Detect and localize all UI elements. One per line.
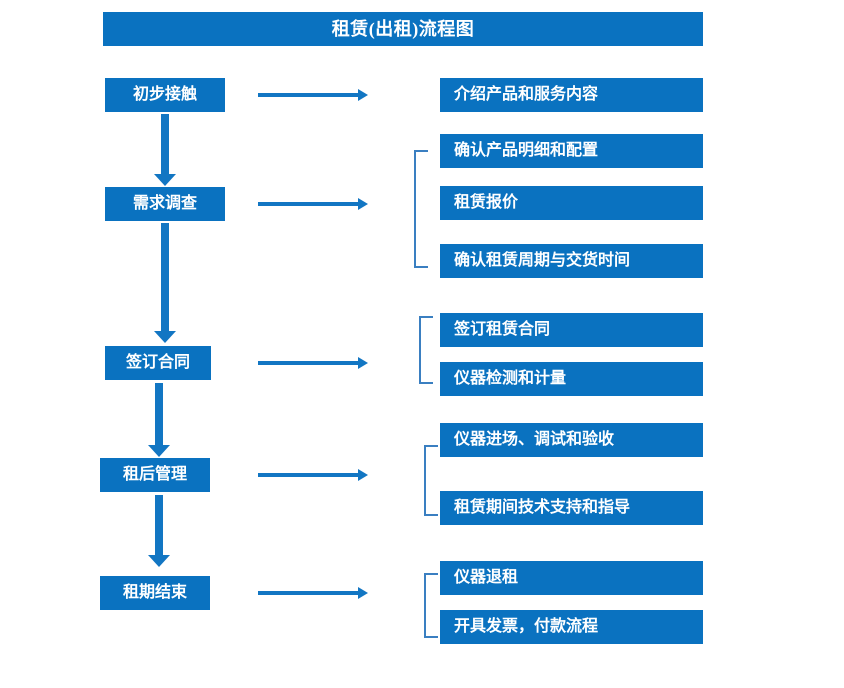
- detail-box-needs-survey-1[interactable]: 租赁报价: [440, 186, 703, 220]
- stage-label-initial-contact: 初步接触: [132, 86, 197, 103]
- detail-label: 签订租赁合同: [454, 321, 551, 338]
- detail-box-post-rental-0[interactable]: 仪器进场、调试和验收: [440, 423, 703, 457]
- detail-label: 仪器退租: [454, 569, 519, 586]
- stage-label-needs-survey: 需求调查: [132, 195, 197, 212]
- detail-box-rental-end-0[interactable]: 仪器退租: [440, 561, 703, 595]
- arrow-right-icon: [258, 469, 368, 481]
- detail-box-needs-survey-0[interactable]: 确认产品明细和配置: [440, 134, 703, 168]
- bracket-icon: [424, 445, 438, 516]
- bracket-icon: [419, 316, 433, 384]
- stage-box-needs-survey[interactable]: 需求调查: [105, 187, 225, 221]
- stage-box-rental-end[interactable]: 租期结束: [100, 576, 210, 610]
- detail-box-sign-contract-1[interactable]: 仪器检测和计量: [440, 362, 703, 396]
- detail-label: 确认租赁周期与交货时间: [454, 252, 631, 269]
- detail-label: 确认产品明细和配置: [454, 142, 599, 159]
- detail-box-needs-survey-2[interactable]: 确认租赁周期与交货时间: [440, 244, 703, 278]
- arrow-down-icon: [148, 383, 170, 457]
- arrow-down-icon: [154, 114, 176, 186]
- detail-box-sign-contract-0[interactable]: 签订租赁合同: [440, 313, 703, 347]
- page-title: 租赁(出租)流程图: [331, 19, 475, 39]
- stage-label-sign-contract: 签订合同: [125, 354, 190, 371]
- arrow-right-icon: [258, 198, 368, 210]
- detail-label: 仪器检测和计量: [454, 370, 567, 387]
- detail-label: 开具发票，付款流程: [454, 618, 599, 635]
- arrow-down-icon: [148, 495, 170, 567]
- stage-label-rental-end: 租期结束: [122, 584, 187, 601]
- page-title-banner: 租赁(出租)流程图: [103, 12, 703, 46]
- arrow-down-icon: [154, 223, 176, 343]
- detail-label: 租赁期间技术支持和指导: [454, 499, 631, 516]
- detail-label: 仪器进场、调试和验收: [454, 431, 615, 448]
- stage-box-post-rental-management[interactable]: 租后管理: [100, 458, 210, 492]
- detail-box-rental-end-1[interactable]: 开具发票，付款流程: [440, 610, 703, 644]
- detail-label: 租赁报价: [454, 194, 519, 211]
- stage-label-post-rental-management: 租后管理: [122, 466, 187, 483]
- detail-label: 介绍产品和服务内容: [454, 86, 599, 103]
- arrow-right-icon: [258, 357, 368, 369]
- bracket-icon: [414, 150, 428, 268]
- detail-box-post-rental-1[interactable]: 租赁期间技术支持和指导: [440, 491, 703, 525]
- arrow-right-icon: [258, 587, 368, 599]
- bracket-icon: [424, 573, 438, 638]
- stage-box-initial-contact[interactable]: 初步接触: [105, 78, 225, 112]
- arrow-right-icon: [258, 89, 368, 101]
- detail-box-initial-contact-0[interactable]: 介绍产品和服务内容: [440, 78, 703, 112]
- stage-box-sign-contract[interactable]: 签订合同: [105, 346, 211, 380]
